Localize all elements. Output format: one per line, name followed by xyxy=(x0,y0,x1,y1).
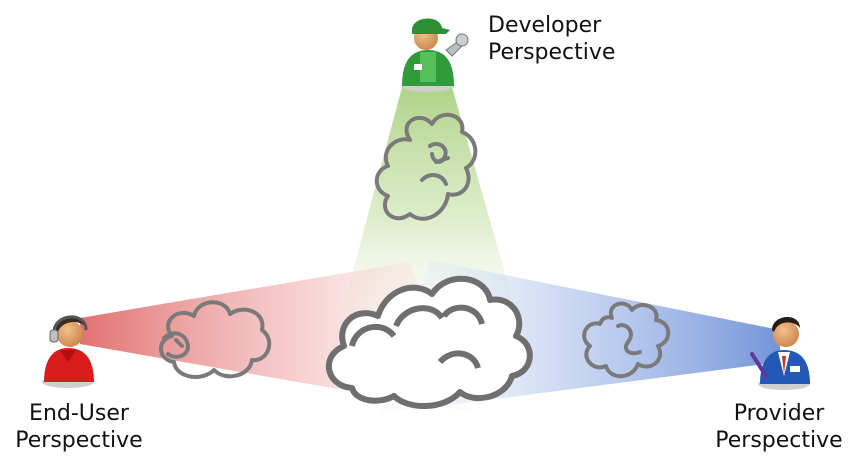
central-cloud-icon xyxy=(325,275,533,410)
provider-label-line-1: Provider xyxy=(733,401,825,426)
developer-label-line-2: Perspective xyxy=(488,40,616,65)
developer-label-line-1: Developer xyxy=(488,13,602,38)
developer-sketch-cloud xyxy=(374,112,478,221)
provider-with-pen-icon xyxy=(750,316,810,390)
developer-perspective-label: Developer Perspective xyxy=(488,12,615,66)
developer-with-wrench-icon xyxy=(402,18,469,92)
end-user-sketch-cloud xyxy=(159,300,272,379)
provider-label-line-2: Perspective xyxy=(715,428,843,453)
user-with-headset-icon xyxy=(42,315,94,388)
provider-sketch-cloud xyxy=(582,301,671,379)
developer-beam xyxy=(342,80,516,312)
provider-perspective-label: Provider Perspective xyxy=(706,400,852,454)
end-user-label-line-1: End-User xyxy=(29,401,129,426)
end-user-label-line-2: Perspective xyxy=(15,428,143,453)
end-user-perspective-label: End-User Perspective xyxy=(4,400,154,454)
